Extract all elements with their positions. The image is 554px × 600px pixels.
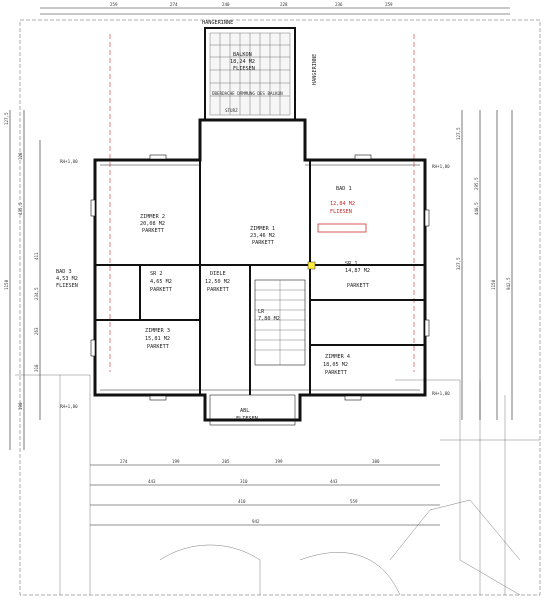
dim-bottom-1: 274: [120, 459, 128, 464]
balcony: HANGERINNE HANGERINNE BALKON 18,24 M2 FL…: [202, 20, 318, 121]
dim-right-total2: 942,5: [506, 277, 511, 290]
rh-mark-2: RH+1,80: [432, 164, 450, 169]
dim-right-2: 448,5: [474, 202, 479, 215]
balkon-note: ÜBERDACHE DÄMMUNG DES BALKON: [212, 91, 283, 96]
dim-top-2: 274: [170, 2, 178, 7]
dim-bottom2-1: 443: [148, 479, 156, 484]
small-room-floor: FLIESEN: [236, 416, 258, 422]
dim-top-5: 236: [335, 2, 343, 7]
rh-mark-1: RH+1,80: [60, 159, 78, 164]
dim-left-8: 190: [18, 402, 23, 410]
bad3-floor: FLIESEN: [56, 283, 78, 289]
bad1-floor: FLIESEN: [330, 209, 352, 215]
dim-left-1: 127,5: [4, 112, 9, 125]
dim-overall: 942: [252, 519, 260, 524]
room-labels: ZIMMER 2 20,08 M2 PARKETT ZIMMER 1 23,46…: [56, 186, 370, 376]
bad1-area: 12,84 M2: [330, 201, 355, 207]
dim-left-2: 128: [18, 152, 23, 160]
zimmer3-name: ZIMMER 3: [145, 328, 170, 334]
dim-left-total: 1150: [4, 279, 9, 290]
dim-bottom2-3: 443: [330, 479, 338, 484]
dimension-lines-left: 127,5 128 435,5 411 234,5 263 318 190 11…: [4, 110, 41, 450]
hangerinne-top-label: HANGERINNE: [202, 20, 233, 26]
lr-name: LR: [258, 309, 265, 315]
dim-left-6: 263: [34, 327, 39, 335]
dim-bottom-2: 199: [172, 459, 180, 464]
dim-bottom-4: 199: [275, 459, 283, 464]
small-room-name: ABL: [240, 408, 249, 414]
rh-mark-3: RH+1,80: [60, 404, 78, 409]
sr1-name: SR 1: [345, 261, 358, 267]
dim-right-3: 327,5: [456, 257, 461, 270]
zimmer1-area: 23,46 M2: [250, 233, 275, 239]
windows: [90, 154, 430, 401]
dim-right-total: 1150: [491, 279, 496, 290]
hangerinne-side-label: HANGERINNE: [312, 54, 318, 85]
sill-height-marks: RH+1,80 RH+1,80 RH+1,80 RH+1,80: [60, 159, 450, 409]
dim-bottom3-1: 410: [238, 499, 246, 504]
sr2-floor: PARKETT: [150, 287, 172, 293]
bad1-name: BAD 1: [336, 186, 352, 192]
lr-area: 7,80 M2: [258, 316, 280, 322]
marker: [307, 223, 367, 270]
dim-bottom-5: 380: [372, 459, 380, 464]
balkon-area: 18,24 M2: [230, 59, 255, 65]
staircase: LR 7,80 M2: [254, 279, 306, 366]
dim-bottom2-2: 310: [240, 479, 248, 484]
sr1-floor: PARKETT: [347, 283, 369, 289]
dimension-lines-bottom: 274 199 205 199 380 443 310 443 410 559 …: [90, 459, 440, 526]
dimension-lines-right: 127,5 448,5 327,5 295,5 1150 942,5: [456, 110, 513, 420]
rh-mark-4: RH+1,80: [432, 391, 450, 396]
dim-left-3: 435,5: [18, 202, 23, 215]
dim-left-4: 411: [34, 252, 39, 260]
zimmer1-name: ZIMMER 1: [250, 226, 275, 232]
diele-area: 12,50 M2: [205, 279, 230, 285]
zimmer2-floor: PARKETT: [142, 228, 164, 234]
site-outline: [15, 19, 541, 596]
dim-right-1: 127,5: [456, 127, 461, 140]
diele-name: DIELE: [210, 271, 226, 277]
dim-bottom-3: 205: [222, 459, 230, 464]
zimmer1-floor: PARKETT: [252, 240, 274, 246]
zimmer4-floor: PARKETT: [325, 370, 347, 376]
bad3-area: 4,53 M2: [56, 276, 78, 282]
zimmer2-area: 20,08 M2: [140, 221, 165, 227]
dim-top-3: 240: [222, 2, 230, 7]
balkon-floor: FLIESEN: [233, 66, 255, 72]
diele-floor: PARKETT: [207, 287, 229, 293]
sr2-area: 4,65 M2: [150, 279, 172, 285]
zimmer2-name: ZIMMER 2: [140, 214, 165, 220]
dim-bottom3-2: 559: [350, 499, 358, 504]
dim-top-6: 259: [385, 2, 393, 7]
sr2-name: SR 2: [150, 271, 163, 277]
dim-top-1: 259: [110, 2, 118, 7]
bad3-name: BAD 3: [56, 269, 72, 275]
dim-right-4: 295,5: [474, 177, 479, 190]
sturz-label: STURZ: [225, 108, 238, 113]
balkon-name: BALKON: [233, 52, 252, 58]
small-bathroom: ABL FLIESEN: [209, 394, 296, 426]
dim-top-4: 228: [280, 2, 288, 7]
zimmer4-area: 18,05 M2: [323, 362, 348, 368]
sr1-area: 14,87 M2: [345, 268, 370, 274]
dim-left-5: 234,5: [34, 287, 39, 300]
zimmer3-floor: PARKETT: [147, 344, 169, 350]
zimmer3-area: 15,81 M2: [145, 336, 170, 342]
dim-left-7: 318: [34, 364, 39, 372]
dimension-lines-top: 259 274 240 228 236 259: [40, 2, 510, 15]
walls: [93, 118, 427, 422]
zimmer4-name: ZIMMER 4: [325, 354, 350, 360]
